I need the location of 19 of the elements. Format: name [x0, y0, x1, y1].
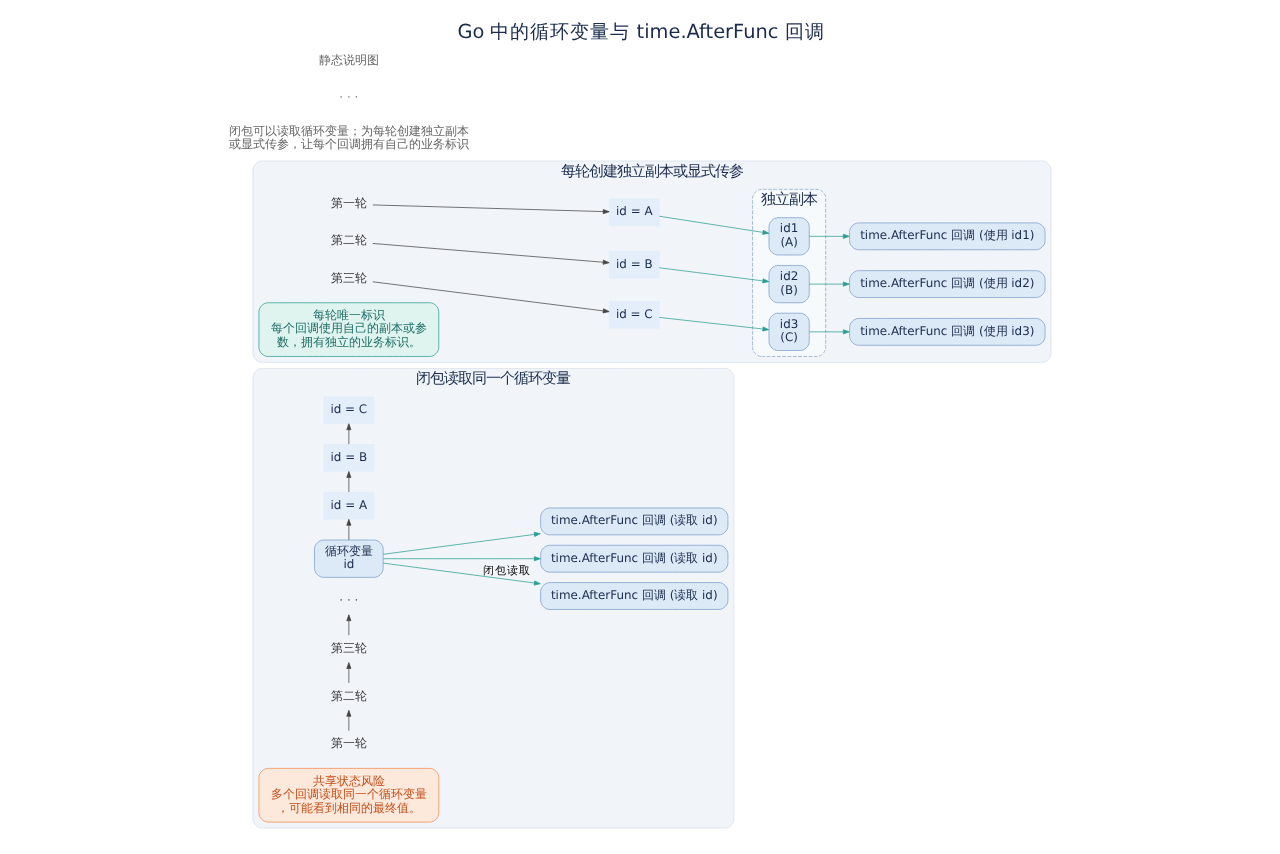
arrow: [345, 709, 351, 732]
diagram-title: Go 中的循环变量与 time.AfterFunc 回调: [456, 22, 824, 45]
arrow: [371, 204, 609, 215]
arrow: [381, 562, 540, 586]
arrow: [345, 423, 351, 445]
arrow: [381, 556, 540, 562]
arrow: [657, 215, 769, 235]
arrow: [808, 329, 849, 335]
arrow: [345, 518, 351, 541]
arrow: [381, 531, 540, 555]
arrow: [345, 614, 351, 636]
arrow: [371, 281, 609, 314]
arrow: [345, 662, 351, 684]
arrow: [657, 267, 769, 284]
arrow: [808, 281, 849, 287]
arrow: [657, 317, 769, 332]
arrow: [345, 471, 351, 493]
arrow: [808, 233, 849, 239]
arrow: [371, 243, 609, 265]
